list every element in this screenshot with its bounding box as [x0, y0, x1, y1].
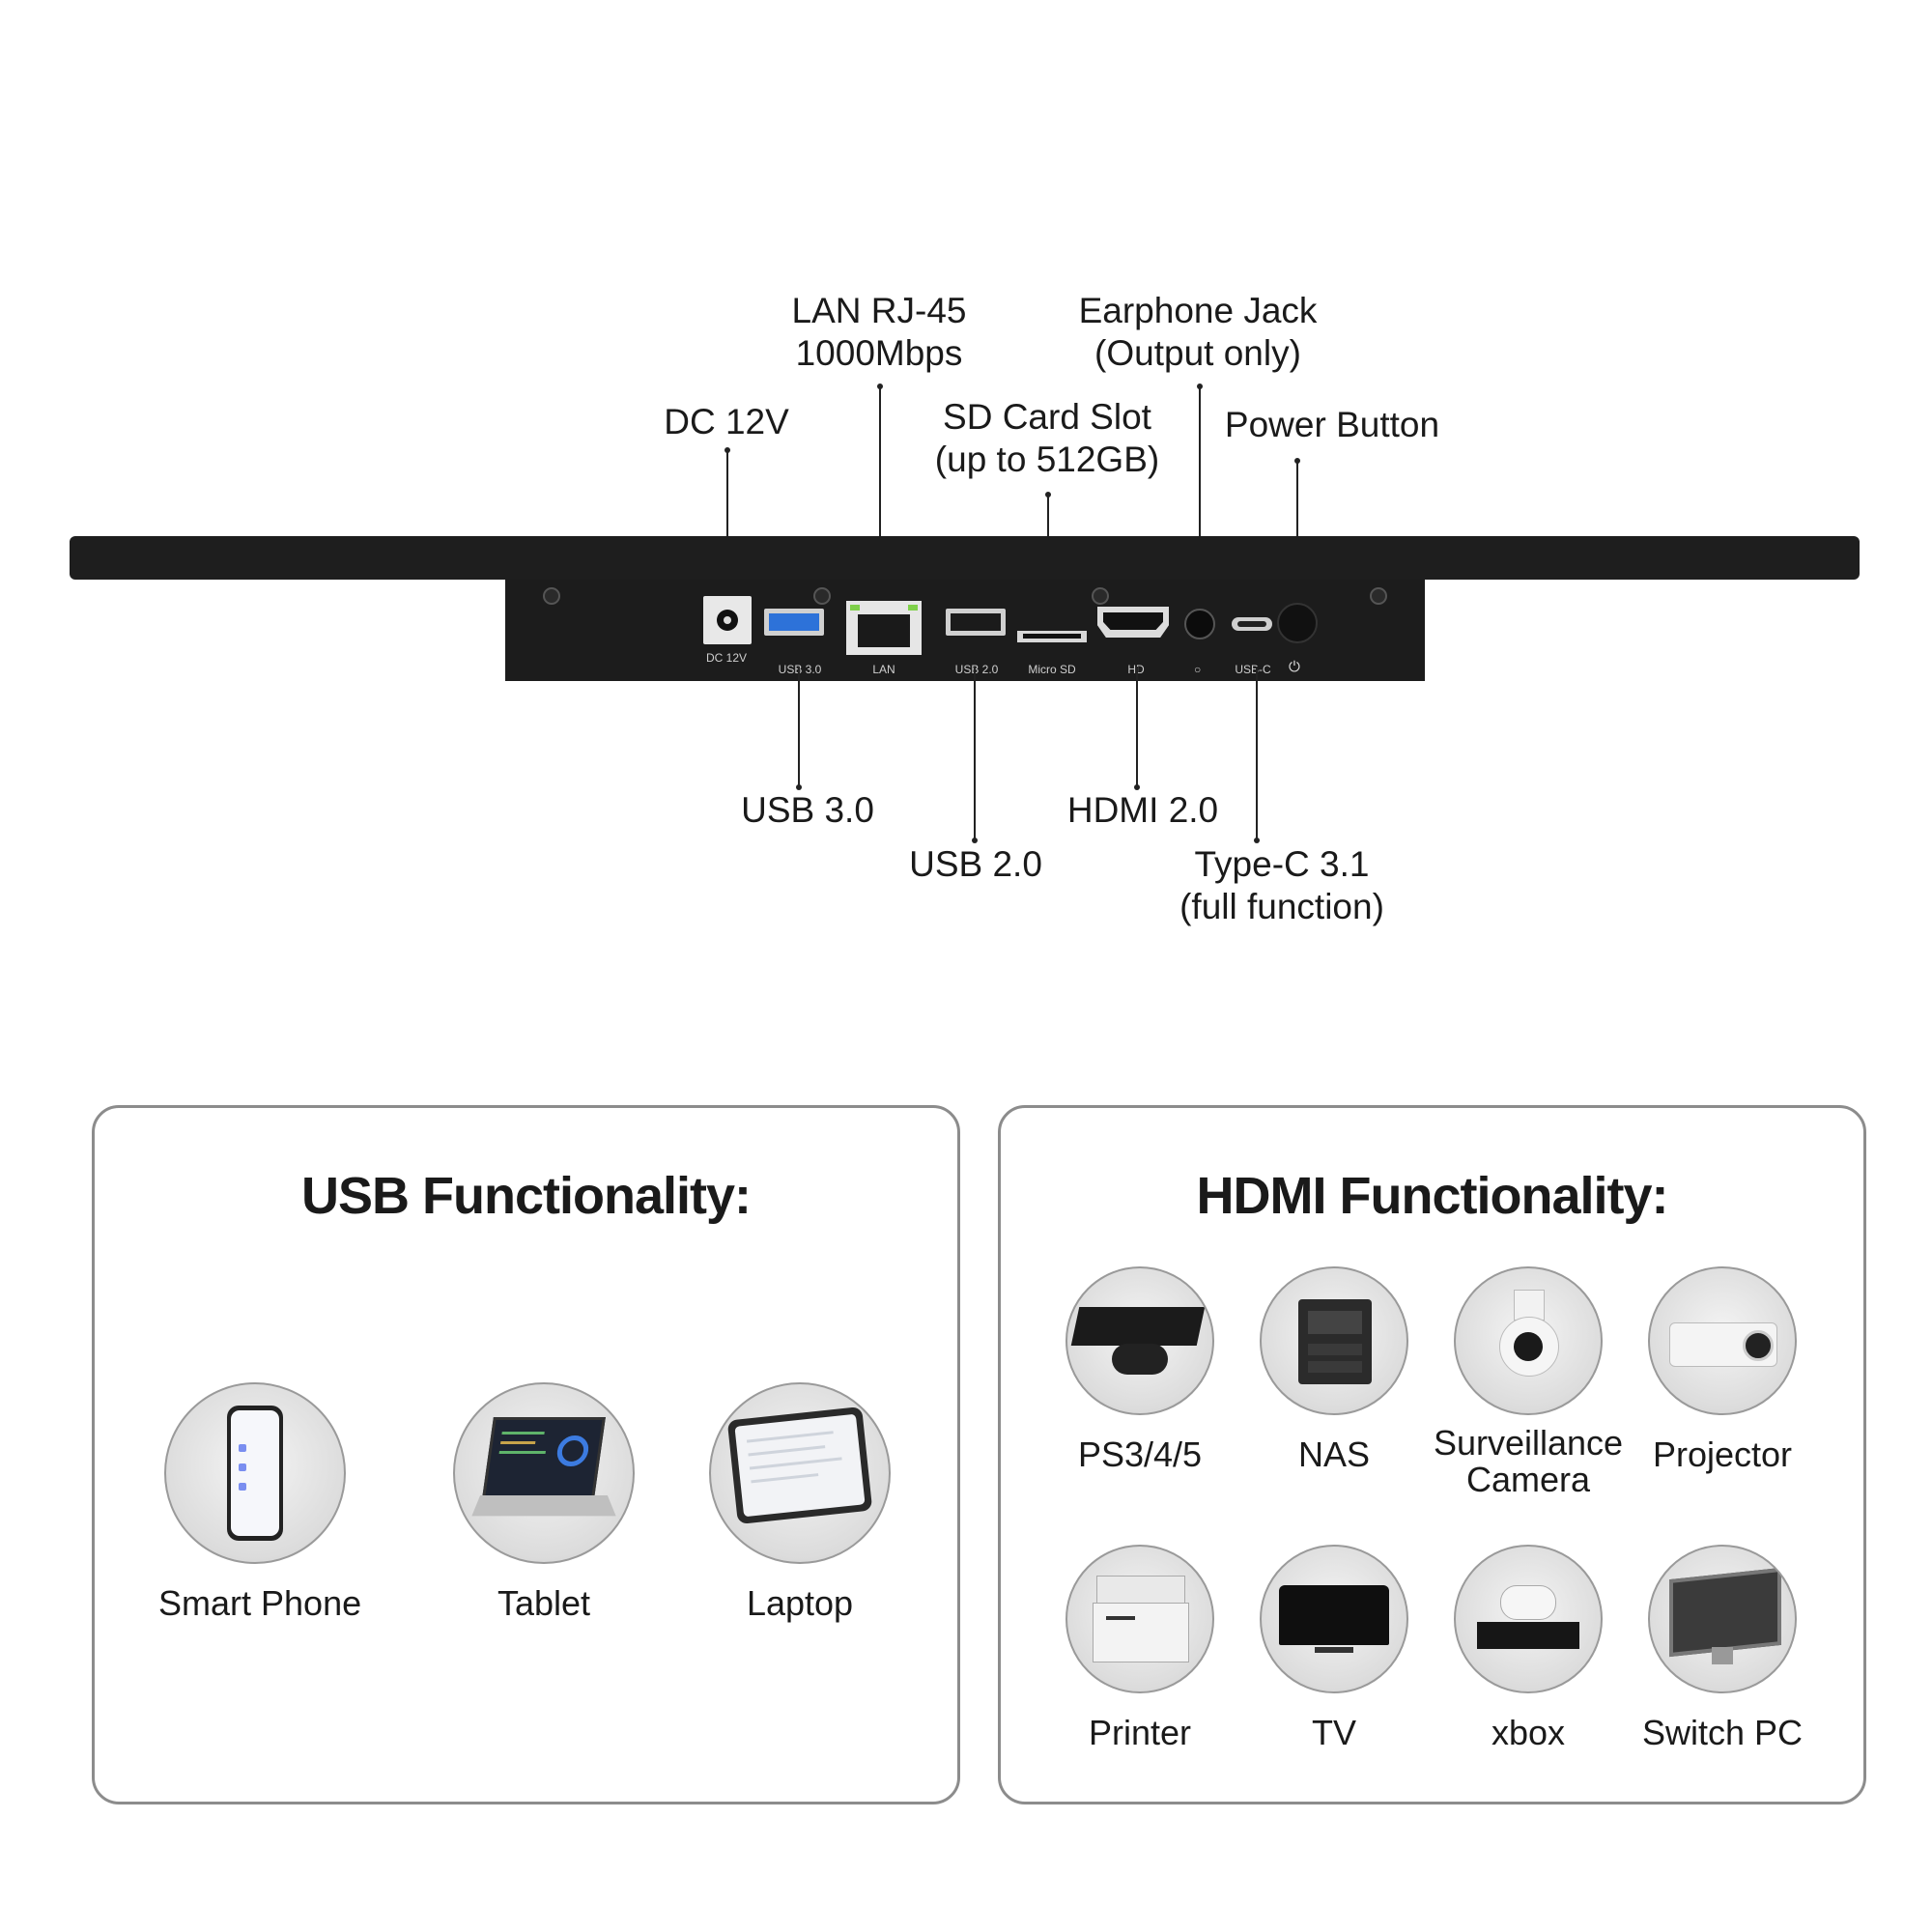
device-label: Switch PC: [1641, 1713, 1804, 1752]
hdmi-leader-dot: [1134, 784, 1140, 790]
device-printer: Printer: [1043, 1545, 1236, 1751]
ear-leader-line: [1199, 386, 1201, 618]
typec-label-line1: Type-C 3.1: [1194, 844, 1370, 884]
device-label: NAS: [1297, 1435, 1371, 1474]
typec-port-caption: USB-C: [1235, 663, 1271, 676]
device-laptop: Laptop: [703, 1382, 896, 1622]
hdmi-functionality-card: HDMI Functionality: PS3/4/5 NAS Surveill…: [998, 1105, 1866, 1804]
dc-jack-port: [703, 596, 752, 644]
hdmi-label: HDMI 2.0: [1066, 790, 1219, 830]
sd-card-label: SD Card Slot (up to 512GB): [935, 396, 1159, 481]
device-label: Printer: [1088, 1713, 1192, 1752]
power-button-label: Power Button: [1224, 405, 1440, 444]
dc-leader-line: [726, 450, 728, 607]
xbox-icon: [1454, 1545, 1603, 1693]
surveillance-line2: Camera: [1465, 1460, 1591, 1499]
lan-leader-line: [879, 386, 881, 604]
port-panel: DC 12V USB 3.0 LAN USB 2.0 Micro SD HD ○…: [505, 580, 1425, 681]
device-nas: NAS: [1237, 1266, 1431, 1473]
surveillance-line1: Surveillance: [1433, 1423, 1624, 1463]
device-label: Laptop: [746, 1583, 854, 1623]
typec-label-line2: (full function): [1179, 887, 1384, 926]
usb2-port-caption: USB 2.0: [954, 663, 999, 676]
device-label: Tablet: [497, 1583, 591, 1623]
device-label: PS3/4/5: [1077, 1435, 1203, 1474]
lan-port-caption: LAN: [872, 663, 895, 676]
tv-icon: [1260, 1545, 1408, 1693]
hdmi-leader-line: [1136, 667, 1138, 787]
usb-functionality-card: USB Functionality: Smart Phone Tablet: [92, 1105, 960, 1804]
device-label: TV: [1311, 1713, 1356, 1752]
ear-label-line1: Earphone Jack: [1078, 291, 1318, 330]
usb3-leader-dot: [796, 784, 802, 790]
device-tv: TV: [1237, 1545, 1431, 1751]
usb-card-title: USB Functionality:: [301, 1167, 752, 1225]
laptop-icon: [453, 1382, 635, 1564]
game-console-icon: [1065, 1266, 1214, 1415]
sd-label-line2: (up to 512GB): [934, 440, 1160, 479]
usb3-port-caption: USB 3.0: [778, 663, 822, 676]
usb2-leader-dot: [972, 838, 978, 843]
projector-icon: [1648, 1266, 1797, 1415]
usb2-port: [946, 609, 1006, 636]
power-button: [1277, 603, 1318, 643]
ear-label-line2: (Output only): [1094, 333, 1301, 373]
usb2-leader-line: [974, 667, 976, 840]
monitor-icon: [1648, 1545, 1797, 1693]
lan-label-line2: 1000Mbps: [795, 333, 963, 373]
microsd-port-caption: Micro SD: [1028, 663, 1076, 676]
device-switch-pc: Switch PC: [1626, 1545, 1819, 1751]
typec-leader-dot: [1254, 838, 1260, 843]
device-label: Projector: [1652, 1435, 1793, 1474]
tablet-icon: [709, 1382, 891, 1564]
device-ps: PS3/4/5: [1043, 1266, 1236, 1473]
lan-port: [846, 601, 922, 655]
dc-12v-label: DC 12V: [664, 402, 789, 441]
device-label: Smart Phone: [158, 1583, 362, 1623]
headphone-icon: ○: [1194, 663, 1202, 676]
usb2-label: USB 2.0: [909, 844, 1042, 884]
power-icon: ⏻: [1289, 659, 1300, 675]
device-label: Surveillance Camera: [1432, 1425, 1625, 1498]
smartphone-icon: [164, 1382, 346, 1564]
device-smart-phone: Smart Phone: [158, 1382, 362, 1623]
device-projector: Projector: [1626, 1266, 1819, 1473]
hdmi-port: [1097, 607, 1169, 638]
typec-label: Type-C 3.1 (full function): [1179, 843, 1384, 928]
screw-icon: [1092, 587, 1109, 605]
sd-label-line1: SD Card Slot: [943, 397, 1151, 437]
security-camera-icon: [1454, 1266, 1603, 1415]
screw-icon: [543, 587, 560, 605]
usb3-port: [764, 609, 824, 636]
usb3-leader-line: [798, 667, 800, 787]
typec-port: [1232, 617, 1272, 631]
nas-icon: [1260, 1266, 1408, 1415]
device-label: xbox: [1491, 1713, 1566, 1752]
earphone-label: Earphone Jack (Output only): [1079, 290, 1318, 375]
hdmi-card-title: HDMI Functionality:: [1196, 1167, 1669, 1225]
dc-port-caption: DC 12V: [705, 651, 748, 665]
monitor-bezel: [70, 536, 1860, 580]
lan-label-line1: LAN RJ-45: [791, 291, 967, 330]
earphone-jack-port: [1184, 609, 1215, 639]
device-surveillance-camera: Surveillance Camera: [1432, 1266, 1625, 1498]
microsd-slot: [1017, 631, 1087, 642]
usb3-label: USB 3.0: [741, 790, 874, 830]
screw-icon: [1370, 587, 1387, 605]
typec-leader-line: [1256, 667, 1258, 840]
device-xbox: xbox: [1432, 1545, 1625, 1751]
lan-label: LAN RJ-45 1000Mbps: [792, 290, 967, 375]
printer-icon: [1065, 1545, 1214, 1693]
screw-icon: [813, 587, 831, 605]
device-tablet: Tablet: [447, 1382, 640, 1622]
